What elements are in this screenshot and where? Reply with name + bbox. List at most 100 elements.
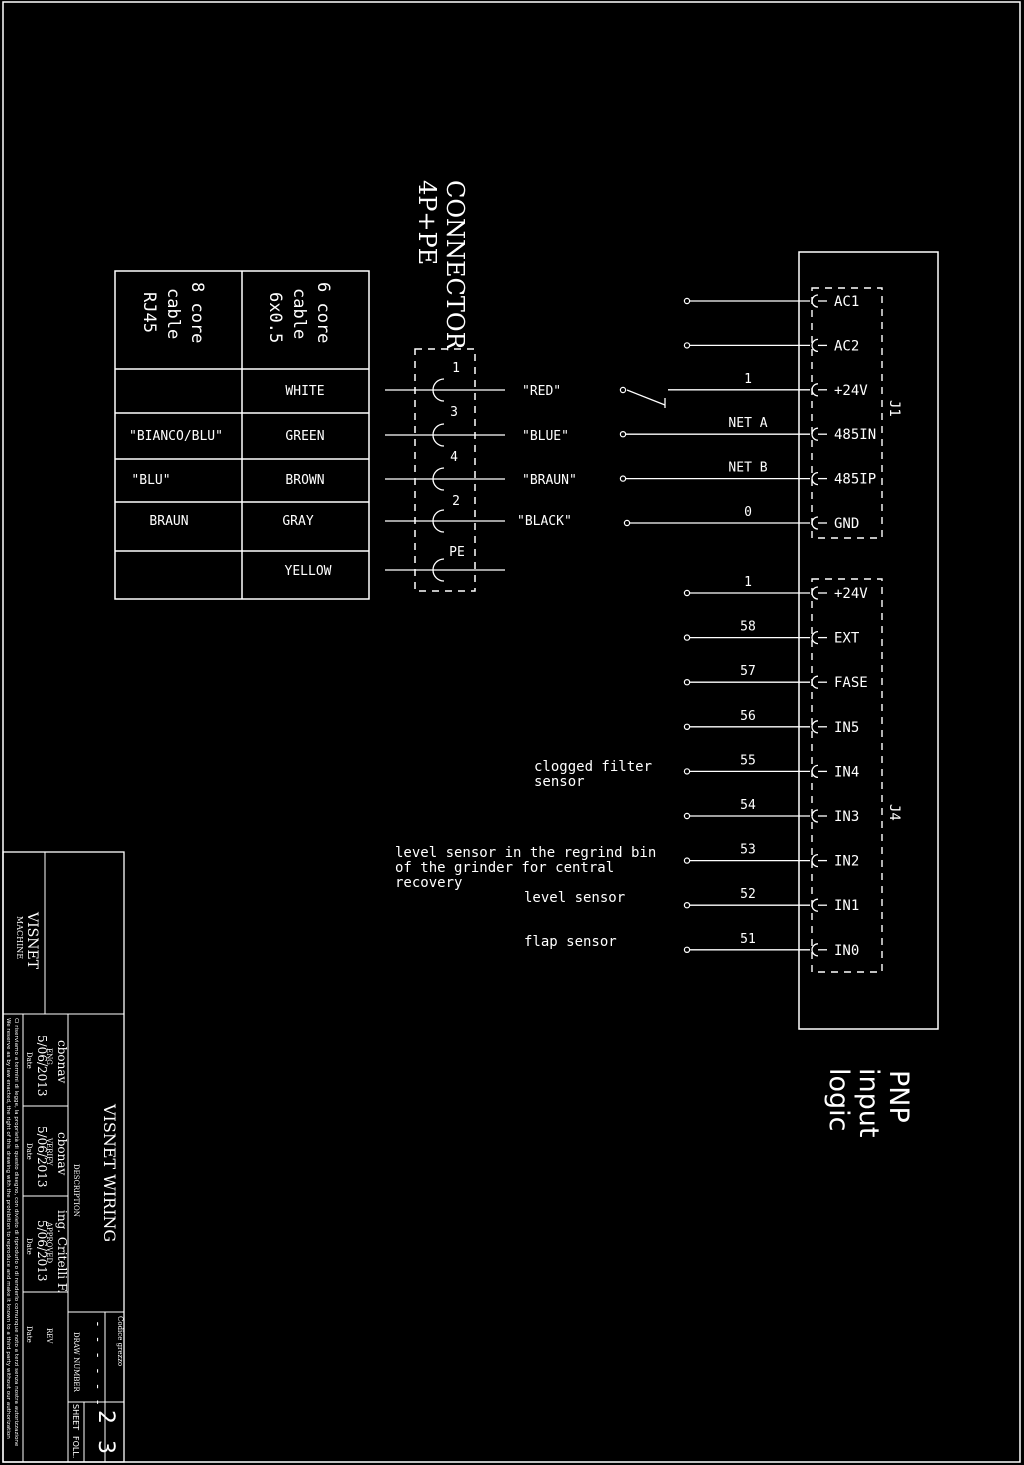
board-label-line: input: [853, 1068, 884, 1137]
note-regrind: of the grinder for central: [395, 860, 614, 876]
terminal-name: IN2: [834, 854, 859, 870]
terminal-endpoint: [683, 723, 691, 731]
legal-notice-en: We reserve as by law enacted, the right …: [5, 1018, 11, 1439]
connector-pin: 2 "BLACK": [385, 494, 572, 533]
pin-number: 1: [452, 361, 460, 376]
connector-pin: PE: [385, 545, 505, 582]
terminal-socket: [811, 898, 819, 912]
terminal-socket: [811, 471, 819, 486]
connector-outline: [414, 348, 476, 592]
terminal-name: AC2: [834, 338, 859, 354]
cable-6-color: WHITE: [285, 384, 324, 399]
terminal-endpoint: [683, 634, 691, 641]
terminal-socket: [811, 383, 819, 397]
terminal-name: IN4: [834, 764, 859, 780]
wire-number: 53: [740, 843, 756, 858]
j4-terminals: +24V1EXT58FASE57IN556IN455IN354IN253IN15…: [683, 575, 868, 959]
code-caption: Codice grezzo: [116, 1316, 124, 1366]
terminal-name: FASE: [834, 675, 868, 691]
terminal-endpoint: [683, 902, 691, 909]
switch-blade: [626, 389, 666, 406]
cable-6-color: YELLOW: [285, 564, 332, 579]
wire-number: 1: [744, 372, 752, 387]
terminal-endpoint: [683, 297, 691, 305]
terminal-socket: [811, 427, 819, 441]
terminal-socket: [811, 586, 819, 600]
pin-number: 4: [450, 450, 458, 465]
wire-number: 58: [740, 620, 756, 635]
eng-date-caption: Date: [25, 1052, 33, 1069]
terminal-name: 485IP: [834, 472, 876, 488]
wire-number: 57: [740, 664, 756, 679]
terminal-row: AC1: [683, 294, 859, 310]
terminal-socket: [811, 720, 819, 734]
terminal-name: +24V: [834, 383, 868, 399]
terminal-socket: [811, 675, 819, 689]
sheets-total: 3: [93, 1440, 118, 1454]
verify-date-caption: Date: [25, 1143, 33, 1160]
terminal-name: IN1: [834, 898, 859, 914]
terminal-name: IN0: [834, 943, 859, 959]
drawing-description: VISNET WIRING: [100, 1103, 119, 1242]
terminal-socket: [811, 853, 819, 868]
approved-date: 5/06/2013: [35, 1220, 49, 1282]
terminal-name: 485IN: [834, 427, 876, 443]
rev-caption: REV: [45, 1328, 53, 1344]
j1-outline: [811, 287, 883, 539]
verify-date: 5/06/2013: [35, 1126, 49, 1188]
note-clogged-filter: clogged filter: [534, 759, 652, 775]
header-6-core: 6 core cable 6x0.5: [265, 282, 333, 343]
note-regrind: level sensor in the regrind bin: [395, 845, 656, 861]
terminal-socket: [811, 764, 819, 779]
cable-8-color: "BIANCO/BLU": [129, 429, 223, 444]
cable-6-color: BROWN: [285, 473, 324, 488]
terminal-name: IN5: [834, 720, 859, 736]
title-block-frame: [2, 851, 125, 1463]
terminal-endpoint: [619, 431, 627, 438]
verify-caption: VERIFY: [45, 1137, 53, 1166]
connector-title: CONNECTOR 4P+PE: [413, 180, 469, 351]
terminal-name: +24V: [834, 586, 868, 602]
terminal-socket: [811, 809, 819, 823]
cable-8-color: BRAUN: [149, 514, 188, 529]
drawing-number: - - - - - -: [90, 1320, 105, 1406]
j4-outline: [811, 578, 883, 973]
terminal-endpoint: [619, 475, 627, 482]
terminal-endpoint: [683, 679, 691, 686]
pin-number: 2: [452, 494, 460, 509]
socket-symbol: [432, 558, 445, 582]
machine-name: VISNET: [24, 911, 40, 970]
legal-notice-it: Ci riserviamo a termini di legge, la pro…: [13, 1018, 20, 1447]
pnp-board: J1 J4 PNP input logic: [798, 251, 939, 1137]
terminal-endpoint: [623, 519, 631, 527]
description-caption: DESCRIPTION: [72, 1164, 80, 1217]
header-6-core-line: cable: [289, 288, 309, 339]
wire-number: 54: [740, 798, 756, 813]
wire-number: 1: [744, 575, 752, 590]
approved-name: ing. Critelli F.: [55, 1210, 69, 1293]
terminal-name: AC1: [834, 294, 859, 310]
board-label-line: PNP: [883, 1070, 914, 1123]
sensor-notes: clogged filter sensor level sensor in th…: [395, 759, 656, 950]
drawing-number-caption: DRAW NUMBER: [72, 1332, 80, 1393]
socket-symbol: [432, 467, 445, 491]
terminal-endpoint: [683, 768, 691, 775]
wire-color: "BLACK": [517, 514, 572, 529]
sheet-caption: SHEET: [71, 1404, 80, 1430]
board-label-line: logic: [823, 1068, 854, 1132]
terminal-row: IN2 53: [683, 843, 859, 870]
board-outline: [798, 251, 939, 1030]
sheet-number: 2: [93, 1410, 118, 1424]
terminal-endpoint: [683, 812, 691, 820]
terminal-row: FASE 57: [683, 664, 868, 691]
